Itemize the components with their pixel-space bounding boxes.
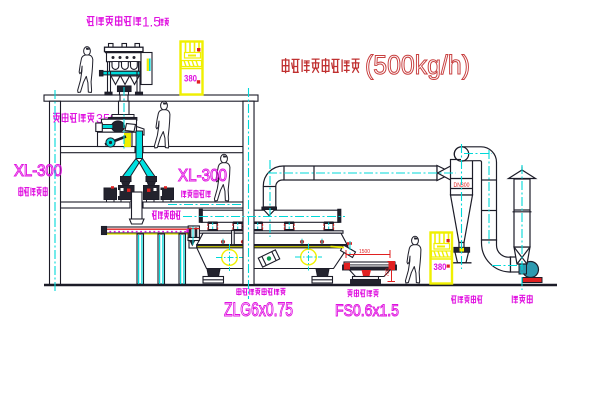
- svg-text:FS0.6x1.5: FS0.6x1.5: [335, 301, 399, 320]
- svg-text:(500kg/h): (500kg/h): [365, 50, 470, 80]
- svg-text:380: 380: [434, 262, 447, 272]
- svg-text:380: 380: [184, 74, 197, 84]
- svg-text:1500: 1500: [359, 249, 370, 255]
- svg-text:700: 700: [385, 269, 391, 277]
- svg-text:DN300: DN300: [454, 182, 470, 189]
- svg-text:ZLG6x0.75: ZLG6x0.75: [224, 300, 293, 321]
- svg-text:XL-300: XL-300: [14, 162, 62, 180]
- svg-text:1.5: 1.5: [142, 15, 161, 30]
- svg-text:XL-300: XL-300: [178, 165, 227, 185]
